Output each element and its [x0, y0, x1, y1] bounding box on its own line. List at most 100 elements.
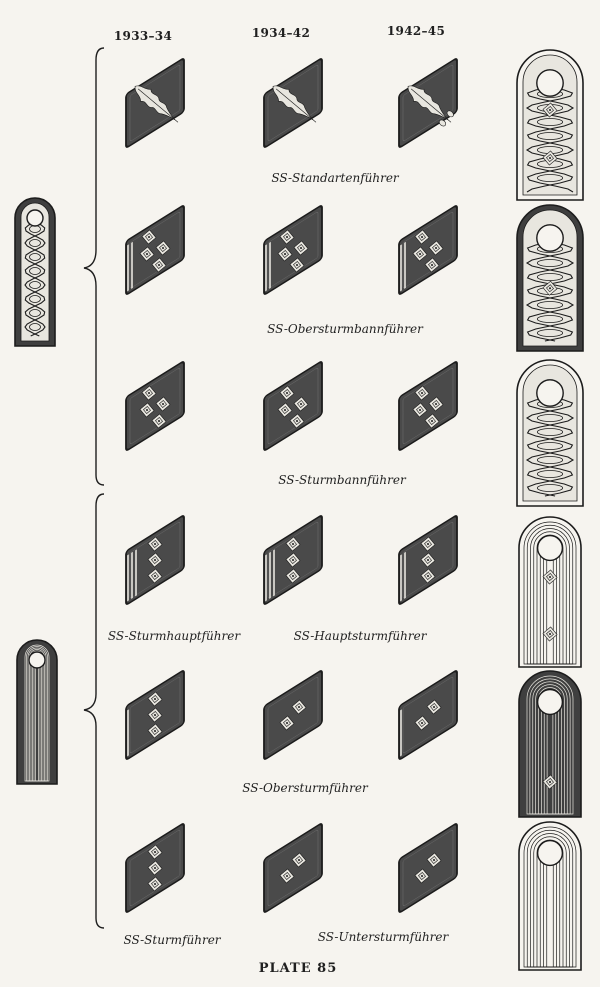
collar-patch: [125, 205, 185, 295]
rank-label-sturmbannfuehrer: SS-Sturmbannführer: [278, 473, 407, 487]
rank-pip-icon: [414, 868, 430, 884]
rank-pip-icon: [147, 860, 163, 876]
collar-patch: [125, 515, 185, 605]
rank-pip-icon: [414, 715, 430, 731]
shoulder-board-obersturmfuehrer: [518, 670, 582, 818]
rank-pip-icon: [542, 569, 558, 585]
rank-pip-icon: [139, 246, 155, 262]
collar-patch: [263, 515, 323, 605]
rank-pip-icon: [147, 723, 163, 739]
shoulder-board-untersturmfuehrer: [518, 821, 582, 971]
collar-patch: [398, 361, 458, 451]
collar-patch: [125, 823, 185, 913]
collar-patch: [398, 205, 458, 295]
rank-pip-icon: [147, 568, 163, 584]
rank-pip-icon: [289, 257, 305, 273]
rank-pip-icon: [155, 240, 171, 256]
rank-pip-icon: [277, 246, 293, 262]
rank-pip-icon: [424, 413, 440, 429]
rank-pip-icon: [147, 691, 163, 707]
collar-patch: [263, 205, 323, 295]
rank-pip-icon: [426, 699, 442, 715]
collar-patch: [263, 823, 323, 913]
rank-pip-icon: [542, 102, 558, 118]
collar-patch: [125, 58, 185, 148]
rank-pip-icon: [279, 229, 295, 245]
rank-pip-icon: [412, 402, 428, 418]
rank-pip-icon: [155, 396, 171, 412]
rank-pip-icon: [414, 385, 430, 401]
board-button-icon: [536, 379, 564, 407]
rank-label-sturmfuehrer: SS-Sturmführer: [123, 933, 221, 947]
rank-label-obersturmbannfuehrer: SS-Obersturmbannführer: [267, 322, 424, 336]
shoulder-board-standartenfuehrer: [516, 49, 584, 201]
oak-leaf-icon: [272, 85, 317, 123]
board-button-icon: [536, 69, 564, 97]
rank-pip-icon: [542, 626, 558, 642]
bracket-lower: [83, 493, 105, 929]
rank-pip-icon: [279, 715, 295, 731]
rank-pip-icon: [428, 396, 444, 412]
rank-pip-icon: [291, 699, 307, 715]
shoulder-board-junior-officer: [16, 639, 58, 785]
column-heading-1934: 1934–42: [252, 26, 310, 40]
rank-pip-icon: [542, 774, 558, 790]
board-button-icon: [536, 688, 564, 716]
rank-pip-icon: [291, 852, 307, 868]
rank-pip-icon: [151, 257, 167, 273]
collar-patch: [398, 670, 458, 760]
rank-pip-icon: [279, 385, 295, 401]
collar-patch: [398, 823, 458, 913]
collar-patch: [263, 670, 323, 760]
rank-label-sturmhauptfuehrer: SS-Sturmhauptführer: [108, 629, 241, 643]
board-button-icon: [536, 534, 564, 562]
rank-pip-icon: [426, 852, 442, 868]
rank-pip-icon: [293, 240, 309, 256]
rank-pip-icon: [147, 844, 163, 860]
rank-pip-icon: [293, 396, 309, 412]
rank-label-obersturmfuehrer: SS-Obersturmführer: [242, 781, 369, 795]
oak-leaf-icon: [134, 85, 179, 123]
rank-label-standartenfuehrer: SS-Standartenführer: [271, 171, 400, 185]
rank-pip-icon: [151, 413, 167, 429]
shoulder-board-field-officer: [14, 197, 56, 347]
collar-patch: [398, 515, 458, 605]
rank-pip-icon: [139, 402, 155, 418]
collar-patch: [263, 361, 323, 451]
rank-pip-icon: [277, 402, 293, 418]
rank-pip-icon: [147, 707, 163, 723]
collar-patch: [125, 670, 185, 760]
plate-title: PLATE 85: [259, 961, 338, 976]
rank-pip-icon: [285, 568, 301, 584]
rank-pip-icon: [542, 150, 558, 166]
rank-pip-icon: [141, 229, 157, 245]
rank-pip-icon: [147, 876, 163, 892]
rank-pip-icon: [412, 246, 428, 262]
rank-pip-icon: [424, 257, 440, 273]
rank-pip-icon: [542, 280, 558, 296]
rank-pip-icon: [420, 552, 436, 568]
rank-pip-icon: [414, 229, 430, 245]
shoulder-board-obersturmbannfuehrer: [516, 204, 584, 352]
column-heading-1942: 1942–45: [387, 24, 445, 38]
column-heading-1933: 1933–34: [114, 29, 172, 43]
rank-pip-icon: [279, 868, 295, 884]
rank-pip-icon: [285, 552, 301, 568]
board-button-icon: [536, 224, 564, 252]
rank-pip-icon: [147, 536, 163, 552]
collar-patch: [398, 58, 458, 148]
collar-patch: [263, 58, 323, 148]
shoulder-board-sturmbannfuehrer: [516, 359, 584, 507]
board-button-icon: [28, 651, 46, 669]
rank-pip-icon: [147, 552, 163, 568]
rank-pip-icon: [141, 385, 157, 401]
board-button-icon: [536, 839, 564, 867]
collar-patch: [125, 361, 185, 451]
rank-pip-icon: [428, 240, 444, 256]
bracket-upper: [83, 47, 105, 486]
rank-pip-icon: [285, 536, 301, 552]
rank-pip-icon: [289, 413, 305, 429]
rank-label-untersturmfuehrer: SS-Untersturmführer: [318, 930, 450, 944]
rank-pip-icon: [420, 536, 436, 552]
